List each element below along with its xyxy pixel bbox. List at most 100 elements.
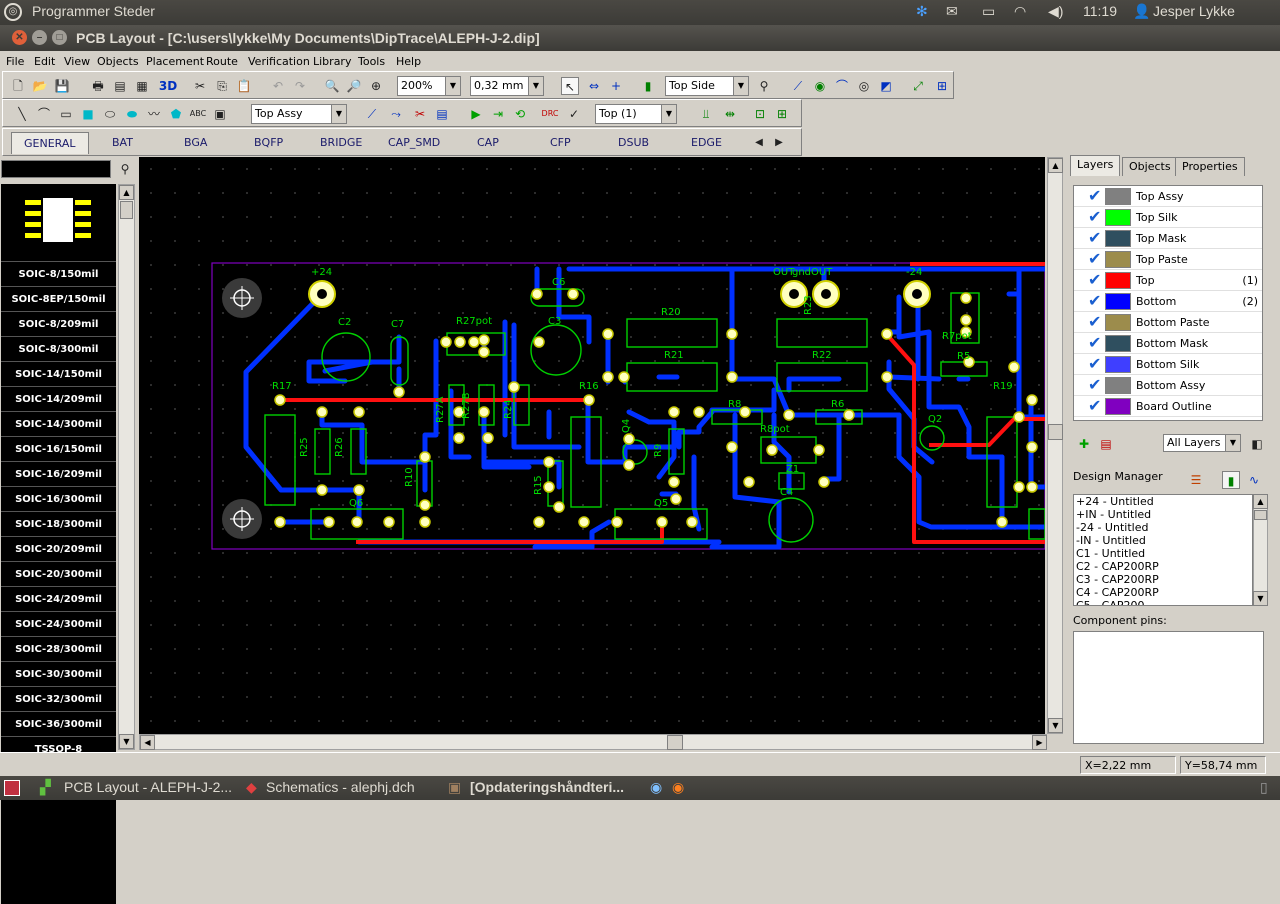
pcb-component-label[interactable]: OUT: [773, 267, 795, 278]
pad[interactable]: [960, 326, 972, 338]
layer-visible-check-icon[interactable]: ✔: [1088, 249, 1102, 268]
scroll-down-icon[interactable]: ▼: [119, 734, 134, 749]
library-item[interactable]: SOIC-18/300mil: [1, 512, 116, 537]
mail-icon[interactable]: ✉: [946, 3, 958, 19]
pcb-component-label[interactable]: R17: [272, 381, 292, 392]
lib-tab-bqfp[interactable]: BQFP: [254, 136, 284, 149]
layer-filter-select[interactable]: All Layers▼: [1163, 434, 1241, 452]
tab-objects[interactable]: Objects: [1122, 157, 1178, 176]
library-item[interactable]: SOIC-24/209mil: [1, 587, 116, 612]
show-desktop-icon[interactable]: [4, 780, 20, 796]
pointer-icon[interactable]: ↖: [561, 77, 579, 95]
library-item[interactable]: SOIC-8EP/150mil: [1, 287, 116, 312]
pad[interactable]: [623, 433, 635, 445]
open-file-icon[interactable]: 📂: [32, 79, 48, 93]
library-search-input[interactable]: [1, 160, 111, 178]
pad[interactable]: [468, 336, 480, 348]
dm-nets-icon[interactable]: ∿: [1248, 473, 1260, 487]
target-icon[interactable]: ◎: [858, 79, 870, 93]
library-item[interactable]: SOIC-20/300mil: [1, 562, 116, 587]
library-item[interactable]: SOIC-30/300mil: [1, 662, 116, 687]
arc-draw-icon[interactable]: ⌒: [37, 107, 50, 121]
pan-icon[interactable]: ⇔: [588, 79, 600, 93]
layer-color-swatch[interactable]: [1105, 209, 1131, 226]
pad[interactable]: [881, 371, 893, 383]
pcb-component-label[interactable]: R6: [831, 399, 844, 410]
layer-row[interactable]: ✔Board Outline: [1074, 396, 1262, 417]
layer-row[interactable]: ✔Top Paste: [1074, 249, 1262, 270]
pad[interactable]: [393, 386, 405, 398]
pad[interactable]: [668, 476, 680, 488]
library-item[interactable]: SOIC-36/300mil: [1, 712, 116, 737]
pcb-component-label[interactable]: R21: [664, 350, 684, 361]
layer-list[interactable]: ✔Top Assy✔Top Silk✔Top Mask✔Top Paste✔To…: [1073, 185, 1263, 421]
pcb-component-label[interactable]: Q5: [654, 498, 668, 509]
check-net-icon[interactable]: ✓: [568, 107, 580, 121]
pad[interactable]: [453, 406, 465, 418]
pad[interactable]: [274, 516, 286, 528]
grid-size-select[interactable]: 0,32 mm▼: [470, 76, 544, 96]
route-loop-icon[interactable]: ⟲: [514, 107, 526, 121]
route-setup-icon[interactable]: ▤: [436, 107, 448, 121]
lib-tab-cfp[interactable]: CFP: [550, 136, 571, 149]
layer-color-swatch[interactable]: [1105, 398, 1131, 415]
report-icon[interactable]: ▦: [136, 79, 148, 93]
pad[interactable]: [453, 432, 465, 444]
layer-visible-check-icon[interactable]: ✔: [1088, 375, 1102, 394]
layer-color-swatch[interactable]: [1105, 188, 1131, 205]
menu-route[interactable]: Route: [206, 55, 238, 68]
canvas-vertical-scrollbar[interactable]: ▲ ▼: [1047, 157, 1063, 734]
grid-icon[interactable]: ⊞: [936, 79, 948, 93]
library-item[interactable]: SOIC-8/150mil: [1, 262, 116, 287]
canvas-horizontal-scrollbar[interactable]: ◀ ▶: [139, 734, 1047, 750]
lib-tab-bat[interactable]: BAT: [112, 136, 133, 149]
menu-file[interactable]: File: [6, 55, 25, 68]
pcb-component-label[interactable]: R10: [404, 467, 415, 487]
polyline-icon[interactable]: 〰: [147, 107, 160, 121]
pad[interactable]: [1008, 361, 1020, 373]
paste-icon[interactable]: 📋: [236, 79, 252, 93]
library-item[interactable]: SOIC-24/300mil: [1, 612, 116, 637]
layer-color-swatch[interactable]: [1105, 272, 1131, 289]
pcb-component-label[interactable]: R26: [334, 437, 345, 457]
pad[interactable]: [693, 406, 705, 418]
pad[interactable]: [419, 499, 431, 511]
firefox-icon[interactable]: ◉: [672, 779, 685, 795]
scroll-up-icon[interactable]: ▲: [1253, 494, 1268, 509]
layer-color-swatch[interactable]: [1105, 314, 1131, 331]
layer-visible-check-icon[interactable]: ✔: [1088, 186, 1102, 205]
design-manager-item[interactable]: C5 - CAP200: [1076, 599, 1145, 606]
menu-edit[interactable]: Edit: [34, 55, 56, 68]
pad[interactable]: [316, 406, 328, 418]
layer-visible-check-icon[interactable]: ✔: [1088, 291, 1102, 310]
via-icon[interactable]: ◉: [814, 79, 826, 93]
filled-ellipse-icon[interactable]: ⬬: [126, 107, 138, 121]
text-icon[interactable]: ABC: [189, 109, 207, 118]
trash-icon[interactable]: ▯: [1260, 779, 1268, 795]
pad[interactable]: [543, 481, 555, 493]
bluetooth-icon[interactable]: ✻: [916, 3, 928, 19]
copy-icon[interactable]: ⎘: [217, 79, 227, 93]
pad[interactable]: [583, 394, 595, 406]
layer-visible-check-icon[interactable]: ✔: [1088, 333, 1102, 352]
library-item[interactable]: SOIC-16/300mil: [1, 487, 116, 512]
pad[interactable]: [383, 516, 395, 528]
pad[interactable]: [766, 444, 778, 456]
pcb-component-label[interactable]: R27A: [435, 396, 446, 423]
scroll-thumb[interactable]: [667, 735, 683, 750]
image-icon[interactable]: ▣: [214, 107, 226, 121]
pad[interactable]: [567, 288, 579, 300]
design-manager-item[interactable]: C1 - Untitled: [1076, 547, 1146, 560]
pad[interactable]: [482, 432, 494, 444]
pcb-component-label[interactable]: R8: [728, 399, 741, 410]
pcb-component-label[interactable]: Q6: [349, 498, 363, 509]
layer-row[interactable]: ✔Top Assy: [1074, 186, 1262, 207]
scroll-thumb[interactable]: [120, 201, 133, 219]
layer-row[interactable]: ✔Bottom Mask: [1074, 333, 1262, 354]
pad[interactable]: [578, 516, 590, 528]
pad[interactable]: [1026, 394, 1038, 406]
pad[interactable]: [996, 516, 1008, 528]
assy-layer-select[interactable]: Top Assy▼: [251, 104, 347, 124]
layer-color-swatch[interactable]: [1105, 251, 1131, 268]
